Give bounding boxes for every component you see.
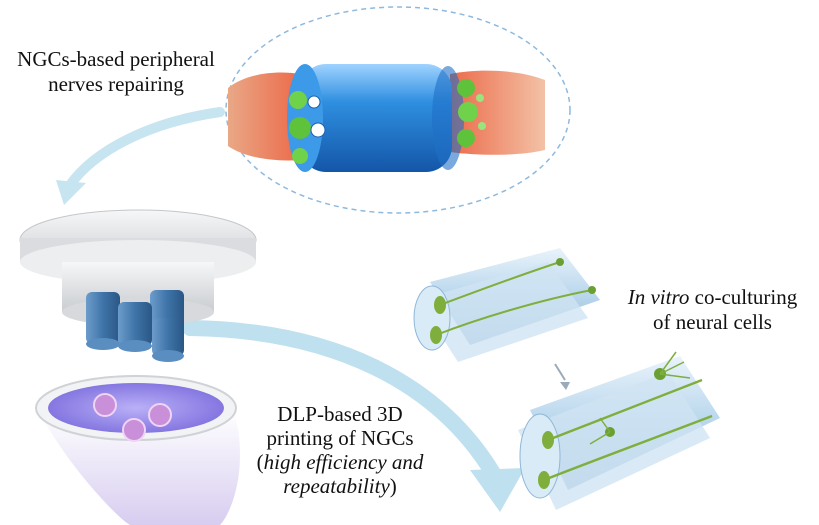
label-coculture-rest: co-culturing <box>689 285 798 309</box>
label-coculture: In vitro co-culturing of neural cells <box>606 285 819 335</box>
dlp-printer-icon <box>19 209 257 525</box>
cell-cluster-left <box>289 91 326 164</box>
label-coculture-italic: In vitro <box>627 285 690 309</box>
flow-arrow-top <box>56 107 225 205</box>
printed-conduits <box>86 290 184 362</box>
label-nerve-repair-line2: nerves repairing <box>48 72 184 96</box>
label-dlp-line1: DLP-based 3D <box>277 402 403 426</box>
flow-arrow-bottom <box>182 320 525 512</box>
multichannel-tube-top-icon <box>413 248 600 362</box>
small-arrow <box>554 363 570 390</box>
label-dlp-printing: DLP-based 3D printing of NGCs (high effi… <box>246 402 434 498</box>
label-coculture-line2: of neural cells <box>653 310 772 334</box>
cell-cluster-right <box>457 79 486 147</box>
neuron-icon <box>589 351 691 445</box>
label-dlp-line2: printing of NGCs <box>266 426 414 450</box>
multichannel-tube-bottom-icon <box>518 351 720 510</box>
label-nerve-repair: NGCs-based peripheral nerves repairing <box>0 47 232 97</box>
label-dlp-line3: high efficiency and <box>263 450 424 474</box>
label-dlp-line4: repeatability <box>283 474 390 498</box>
label-nerve-repair-line1: NGCs-based peripheral <box>17 47 215 71</box>
nerve-conduit-icon <box>225 6 571 214</box>
resin-vat <box>35 375 240 525</box>
